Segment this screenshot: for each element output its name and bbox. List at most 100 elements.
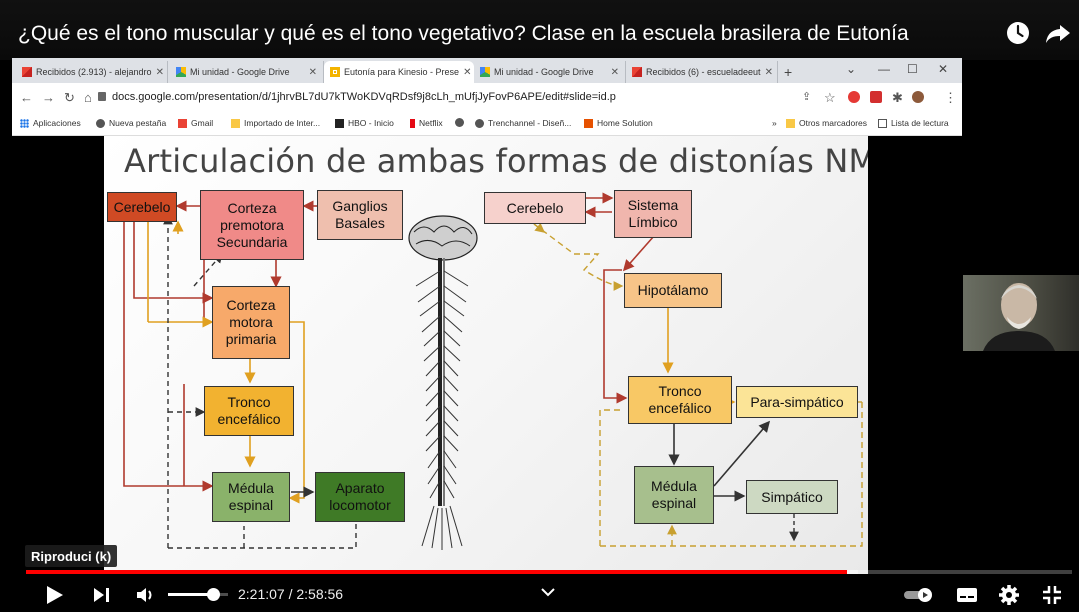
forward-icon[interactable]: → [42, 90, 55, 105]
box-label: Ganglios Basales [332, 198, 388, 231]
tab-gmail-1[interactable]: Recibidos (2.913) - alejandro ✕ [16, 61, 168, 83]
box-label: Médula espinal [651, 478, 697, 511]
time-display: 2:21:07 / 2:58:56 [238, 586, 344, 602]
star-icon[interactable]: ☆ [824, 90, 836, 105]
new-tab-button[interactable]: + [784, 64, 793, 80]
folder-icon [786, 118, 795, 128]
minimize-icon[interactable]: — [878, 62, 890, 76]
tab-label: Recibidos (2.913) - alejandro [36, 67, 152, 77]
bookmark-netflix[interactable]: Netflix [410, 118, 443, 128]
volume-knob[interactable] [207, 588, 220, 601]
address-bar-row: ← → ↻ ⌂ docs.google.com/presentation/d/1… [12, 83, 962, 112]
box-tronco-left: Tronco encefálico [204, 386, 294, 436]
progress-bar[interactable] [26, 570, 1072, 574]
volume-icon[interactable] [134, 583, 158, 607]
tab-bar: Recibidos (2.913) - alejandro ✕ Mi unida… [12, 58, 962, 83]
subtitles-icon[interactable] [955, 583, 979, 607]
spinal-cord-illustration [408, 215, 478, 550]
diagram-connectors [123, 192, 863, 550]
box-label: Cerebelo [113, 198, 171, 215]
tab-slides[interactable]: Eutonía para Kinesio - Prese ✕ [324, 61, 474, 83]
bookmark-other[interactable]: Otros marcadores [786, 118, 867, 128]
box-label: Corteza motora primaria [225, 297, 277, 347]
gmail-icon [22, 67, 32, 77]
bookmark-new-tab[interactable]: Nueva pestaña [96, 118, 166, 128]
right-connectors [533, 192, 863, 547]
bookmark-globe[interactable] [455, 118, 468, 127]
box-label: Médula espinal [228, 480, 274, 513]
box-label: Corteza premotora Secundaria [216, 199, 288, 250]
close-icon[interactable]: ✕ [155, 66, 164, 78]
webcam-video [963, 275, 1079, 351]
reading-list-icon [878, 118, 887, 128]
tab-drive-1[interactable]: Mi unidad - Google Drive ✕ [170, 61, 324, 83]
back-icon[interactable]: ← [20, 90, 33, 105]
box-ganglios-basales: Ganglios Basales [317, 190, 403, 240]
drive-icon [176, 67, 186, 77]
tab-label: Mi unidad - Google Drive [190, 67, 290, 77]
box-sistema-limbico: Sistema Límbico [614, 190, 692, 238]
tab-label: Recibidos (6) - escueladeeut [646, 67, 761, 77]
avatar[interactable] [912, 91, 924, 103]
bookmark-reading-list[interactable]: Lista de lectura [878, 118, 949, 128]
box-parasimpatico: Para-simpático [736, 386, 858, 418]
maximize-icon[interactable]: ☐ [907, 62, 918, 76]
folder-icon [231, 118, 240, 128]
tab-label: Eutonía para Kinesio - Prese [344, 67, 460, 77]
bookmark-gmail[interactable]: Gmail [178, 118, 213, 128]
box-label: Sistema Límbico [627, 197, 679, 230]
volume-slider[interactable] [168, 588, 228, 601]
close-icon[interactable]: ✕ [463, 66, 472, 78]
globe-icon [96, 118, 105, 128]
url-field[interactable]: docs.google.com/presentation/d/1jhrvBL7d… [112, 91, 616, 103]
close-icon[interactable]: ✕ [764, 66, 773, 78]
box-label: Cerebelo [506, 199, 564, 216]
bookmark-apps[interactable]: Aplicaciones [20, 118, 81, 128]
home-icon[interactable]: ⌂ [84, 90, 92, 105]
adblock-icon[interactable] [848, 91, 860, 103]
box-medula-right: Médula espinal [634, 466, 714, 524]
bookmark-imported[interactable]: Importado de Inter... [231, 118, 320, 128]
tab-label: Mi unidad - Google Drive [494, 67, 594, 77]
presenter-figure [983, 283, 1055, 351]
share-arrow-icon[interactable] [1043, 18, 1073, 48]
progress-played [26, 570, 848, 574]
bookmark-trenchannel[interactable]: Trenchannel - Diseñ... [475, 118, 571, 128]
share-icon[interactable]: ⇪ [802, 91, 812, 103]
volume-fill [168, 593, 213, 596]
close-icon[interactable]: ✕ [308, 66, 317, 78]
left-connectors [123, 200, 357, 549]
home-solution-icon [584, 118, 593, 128]
extensions-icon[interactable]: ✱ [892, 90, 903, 105]
drive-icon [480, 67, 490, 77]
box-label: Simpático [761, 488, 823, 505]
hbo-icon [335, 118, 344, 128]
tab-gmail-2[interactable]: Recibidos (6) - escueladeeut ✕ [626, 61, 778, 83]
browser-window: Recibidos (2.913) - alejandro ✕ Mi unida… [12, 58, 962, 136]
box-medula-left: Médula espinal [212, 472, 290, 522]
bookmarks-more[interactable]: » [772, 118, 777, 128]
chevron-down-icon[interactable]: ⌄ [846, 62, 857, 76]
box-simpatico: Simpático [746, 480, 838, 514]
settings-gear-icon[interactable] [997, 583, 1021, 607]
apps-grid-icon [20, 118, 29, 128]
close-icon[interactable]: ✕ [610, 66, 619, 78]
next-icon[interactable] [91, 583, 113, 607]
bookmark-hbo[interactable]: HBO - Inicio [335, 118, 394, 128]
pdf-icon[interactable] [870, 91, 882, 103]
autoplay-toggle[interactable] [904, 588, 934, 602]
bookmark-home-solution[interactable]: Home Solution [584, 118, 653, 128]
box-label: Tronco encefálico [648, 383, 712, 416]
presentation-slide: Articulación de ambas formas de distonía… [104, 136, 868, 574]
close-window-icon[interactable]: ✕ [938, 62, 949, 76]
play-icon[interactable] [42, 583, 66, 607]
video-title[interactable]: ¿Qué es el tono muscular y qué es el ton… [18, 22, 909, 45]
menu-icon[interactable]: ⋮ [944, 90, 957, 105]
chevron-down-icon[interactable] [540, 586, 556, 598]
reload-icon[interactable]: ↻ [64, 90, 75, 105]
box-label: Aparato locomotor [329, 480, 391, 513]
exit-fullscreen-icon[interactable] [1040, 583, 1064, 607]
clock-icon[interactable] [1003, 18, 1033, 48]
tab-drive-2[interactable]: Mi unidad - Google Drive ✕ [474, 61, 626, 83]
